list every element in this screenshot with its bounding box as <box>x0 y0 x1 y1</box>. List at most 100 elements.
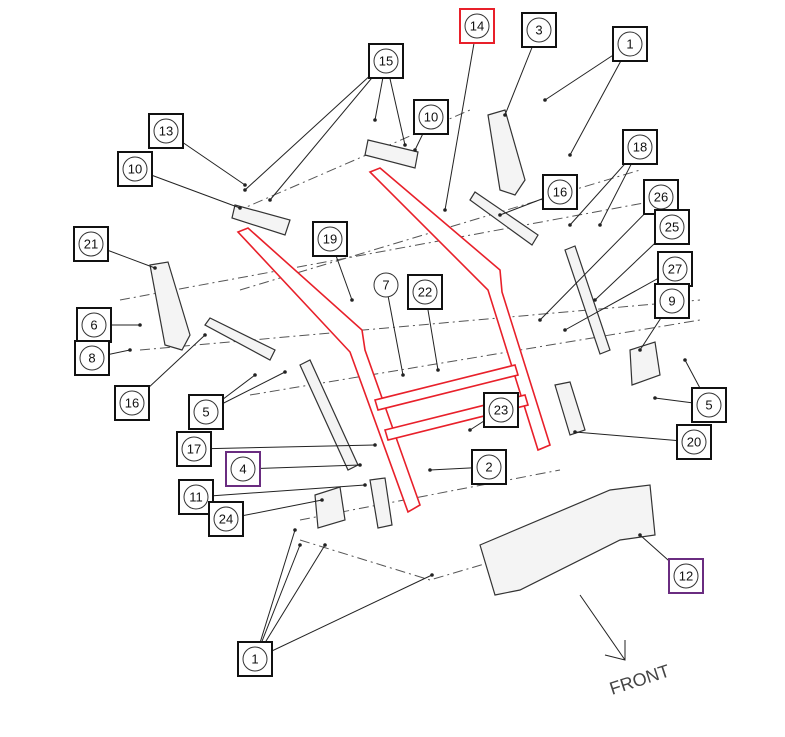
leader-line <box>444 25 478 211</box>
callout-number: 12 <box>679 569 693 584</box>
arrowhead <box>653 396 657 400</box>
callout-number: 9 <box>668 294 675 309</box>
callout-circle <box>78 231 104 257</box>
callout-number: 1 <box>626 37 633 52</box>
mount-frame-12 <box>479 484 656 596</box>
arrowhead <box>283 370 287 374</box>
callout-5: 5 <box>691 387 727 423</box>
cylinder-left <box>204 317 276 361</box>
mount-top-right <box>364 139 419 169</box>
crossbar-upper <box>373 364 520 411</box>
bucket-bracket-24 <box>314 486 346 529</box>
callout-5: 5 <box>188 394 224 430</box>
leader-line <box>539 196 662 321</box>
callout-21: 21 <box>73 226 109 262</box>
callout-circle <box>122 156 148 182</box>
arrowhead <box>293 528 297 532</box>
cylinder-25 <box>564 245 611 355</box>
arrowhead <box>638 348 642 352</box>
callout-25: 25 <box>654 209 690 245</box>
callout-12: 12 <box>668 558 704 594</box>
callout-circle <box>681 429 707 455</box>
callout-circle <box>373 272 399 298</box>
callout-number: 17 <box>187 442 201 457</box>
callout-circle <box>673 563 699 589</box>
callout-circle <box>547 179 573 205</box>
arrowhead <box>563 328 567 332</box>
callout-circle <box>418 104 444 130</box>
leader-line <box>385 284 404 376</box>
leader-line <box>574 431 695 443</box>
arrowhead <box>363 483 367 487</box>
arrowhead <box>598 223 602 227</box>
callout-number: 19 <box>323 232 337 247</box>
leader-line <box>254 544 301 660</box>
callout-number: 21 <box>84 237 98 252</box>
arrowhead <box>238 206 242 210</box>
leader-line <box>269 60 387 201</box>
arrowhead <box>323 543 327 547</box>
arrowhead <box>443 208 447 212</box>
arrowhead <box>253 373 257 377</box>
leader-line <box>254 529 296 660</box>
callout-11: 11 <box>178 479 214 515</box>
callout-number: 22 <box>418 285 432 300</box>
arrowhead <box>358 463 362 467</box>
arrowhead <box>538 318 542 322</box>
link-11 <box>369 477 393 529</box>
arrowhead <box>373 118 377 122</box>
callout-number: 2 <box>485 460 492 475</box>
callout-4: 4 <box>225 451 261 487</box>
leader-line <box>195 484 366 498</box>
callout-circle <box>464 13 490 39</box>
callout-circle <box>412 279 438 305</box>
callout-number: 25 <box>665 220 679 235</box>
callout-circle <box>193 399 219 425</box>
callout-2: 2 <box>471 449 507 485</box>
arrowhead <box>413 148 417 152</box>
arrowhead <box>401 373 405 377</box>
callout-18: 18 <box>622 129 658 165</box>
leader-line <box>193 444 376 450</box>
callout-number: 16 <box>125 396 139 411</box>
callout-7: 7 <box>373 272 399 298</box>
callout-number: 5 <box>202 405 209 420</box>
bucket-bracket-9 <box>629 341 661 386</box>
front-label: FRONT <box>607 661 672 699</box>
leader-line <box>564 268 676 331</box>
callout-10: 10 <box>117 151 153 187</box>
callout-27: 27 <box>657 251 693 287</box>
leader-line <box>242 464 361 470</box>
callout-circle <box>213 506 239 532</box>
leader-line <box>254 544 326 660</box>
arrowhead <box>243 188 247 192</box>
arrowhead <box>568 153 572 157</box>
arrowhead <box>268 198 272 202</box>
callout-circle <box>662 256 688 282</box>
callout-number: 4 <box>239 462 246 477</box>
callout-number: 5 <box>705 398 712 413</box>
right-arm <box>368 167 551 452</box>
callout-circle <box>659 288 685 314</box>
callout-3: 3 <box>521 12 557 48</box>
callout-13: 13 <box>148 113 184 149</box>
link-20 <box>554 381 586 436</box>
callout-circle <box>242 646 268 672</box>
callout-24: 24 <box>208 501 244 537</box>
callout-number: 27 <box>668 262 682 277</box>
callout-17: 17 <box>176 431 212 467</box>
callout-circle <box>183 484 209 510</box>
callout-circle <box>373 48 399 74</box>
callout-number: 11 <box>189 490 203 505</box>
arrowhead <box>350 298 354 302</box>
arrowhead <box>436 368 440 372</box>
callout-number: 8 <box>88 351 95 366</box>
bracket-left <box>149 261 191 351</box>
front-arrow <box>579 594 626 661</box>
bracket-right <box>487 109 526 196</box>
arrowhead <box>128 348 132 352</box>
arrowhead <box>543 98 547 102</box>
leader-line <box>254 574 433 660</box>
callout-circle <box>230 456 256 482</box>
